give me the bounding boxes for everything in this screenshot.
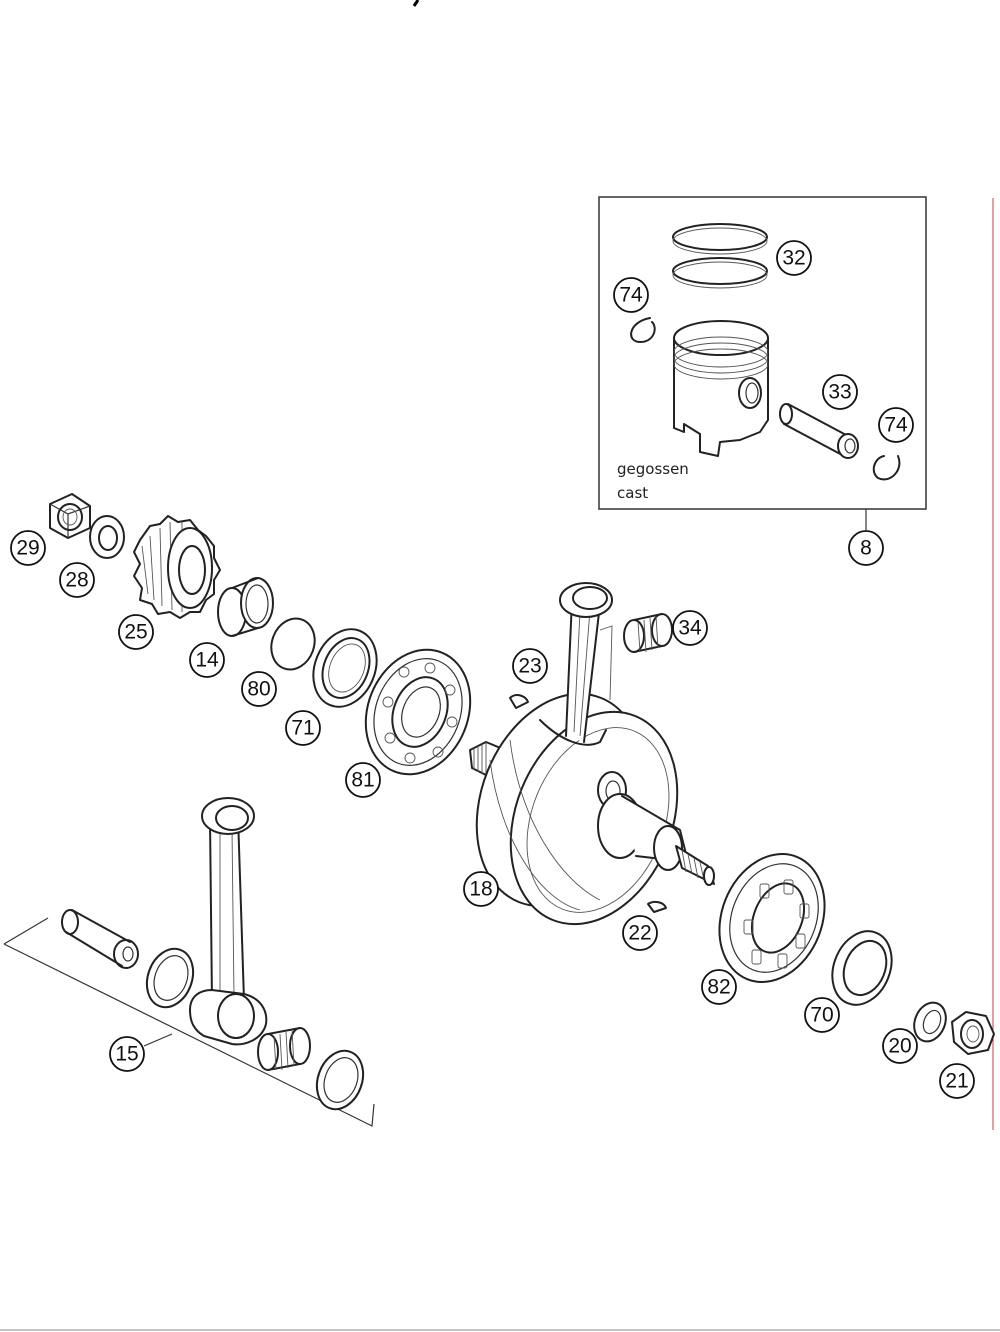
bearing-81 [364, 648, 472, 776]
seal-70 [831, 930, 893, 1006]
callout-14: 14 [189, 642, 225, 678]
callout-25-label: 25 [124, 621, 147, 644]
callout-8: 8 [848, 530, 884, 566]
bearing-82 [718, 853, 826, 983]
callout-81-label: 81 [351, 769, 374, 792]
piston-kit-inset: gegossen cast [598, 196, 927, 530]
callout-33-label: 33 [828, 381, 851, 404]
circlip-right [872, 455, 901, 481]
callout-74-upper-label: 74 [619, 284, 643, 307]
callout-22-label: 22 [628, 922, 651, 945]
callout-21-label: 21 [945, 1070, 968, 1093]
callout-23: 23 [512, 648, 548, 684]
gear-25 [133, 515, 221, 619]
callout-15-label: 15 [115, 1043, 138, 1066]
crankshaft-18 [469, 582, 715, 926]
flange-nut-21 [951, 1011, 995, 1055]
callout-20: 20 [882, 1028, 918, 1064]
sleeve-14 [217, 577, 276, 637]
conrod-kit-rod [189, 797, 268, 1046]
callout-28-label: 28 [65, 569, 88, 592]
callout-29-label: 29 [16, 537, 39, 560]
nut-29 [49, 493, 91, 539]
piston-pin [779, 403, 859, 459]
callout-14-label: 14 [195, 649, 219, 672]
woodruff-key-23 [509, 694, 529, 709]
callout-32-label: 32 [782, 247, 805, 270]
conrod-kit-needle-bearing [257, 1027, 311, 1074]
callout-70: 70 [804, 997, 840, 1033]
callout-28: 28 [59, 562, 95, 598]
callout-74-upper: 74 [613, 277, 649, 313]
piston [673, 320, 769, 457]
callout-70-label: 70 [810, 1004, 833, 1027]
callout-82-label: 82 [707, 976, 730, 999]
callout-20-label: 20 [888, 1035, 911, 1058]
circlip-left [630, 317, 656, 343]
inset-note-de: gegossen [617, 460, 689, 478]
callout-71: 71 [285, 710, 321, 746]
callout-74-lower: 74 [878, 407, 914, 443]
washer-20 [913, 1001, 947, 1043]
conrod-kit-washer-right [315, 1049, 365, 1111]
callout-80: 80 [241, 671, 277, 707]
callout-71-label: 71 [291, 717, 314, 740]
callout-80-label: 80 [247, 678, 270, 701]
callout-29: 29 [10, 530, 46, 566]
conrod-kit-15 [3, 797, 375, 1127]
callout-81: 81 [345, 762, 381, 798]
callout-32: 32 [776, 240, 812, 276]
callout-21: 21 [939, 1063, 975, 1099]
conrod-kit-washer-left [145, 947, 195, 1009]
woodruff-key-22 [647, 900, 667, 913]
callout-23-label: 23 [518, 655, 541, 678]
callout-18-label: 18 [469, 878, 492, 901]
piston-rings [672, 223, 768, 289]
callout-18: 18 [463, 871, 499, 907]
callout-33: 33 [822, 374, 858, 410]
conrod-kit-pin [61, 908, 139, 969]
conrod-kit-leader [143, 1033, 173, 1047]
conrod-kit-bracket [3, 917, 375, 1127]
callout-34: 34 [672, 610, 708, 646]
top-fragment-mark [412, 0, 420, 7]
callout-74-lower-label: 74 [884, 414, 908, 437]
callout-8-label: 8 [860, 537, 872, 560]
seal-71 [312, 628, 378, 708]
callout-15: 15 [109, 1036, 145, 1072]
inset-note-en: cast [617, 484, 648, 502]
washer-28 [89, 515, 125, 559]
callout-22: 22 [622, 915, 658, 951]
callout-25: 25 [118, 614, 154, 650]
callout-82: 82 [701, 969, 737, 1005]
o-ring-80 [270, 617, 316, 671]
callout-34-label: 34 [678, 617, 702, 640]
needle-bearing-34 [623, 613, 673, 656]
